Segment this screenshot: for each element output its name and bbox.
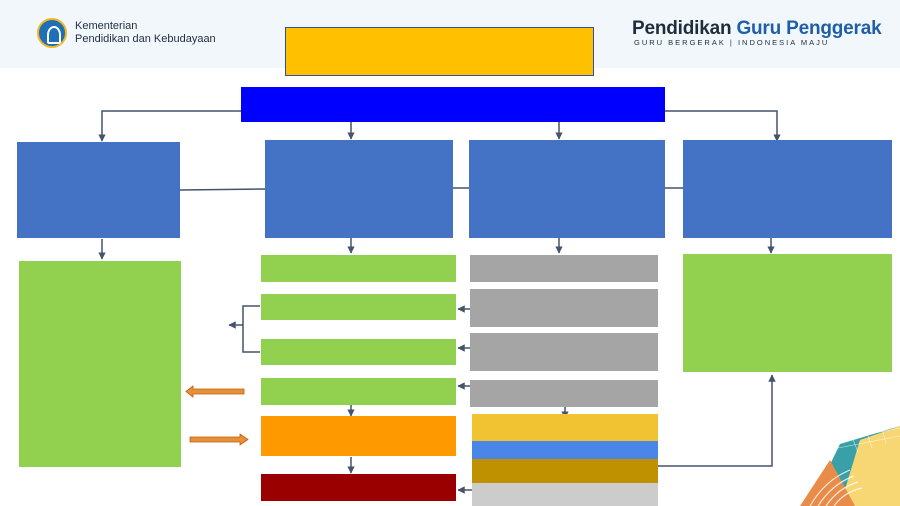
blue-band — [472, 441, 658, 459]
green-box-right — [683, 254, 892, 372]
category-box-1 — [17, 142, 180, 238]
program-tagline: GURU BERGERAK | INDONESIA MAJU — [634, 38, 830, 47]
connector-bracket — [242, 305, 260, 353]
ministry-line-1: Kementerian — [75, 20, 138, 32]
gray-row-1 — [470, 255, 658, 282]
green-row-4 — [261, 378, 456, 405]
connector-cat1-cat2 — [179, 188, 266, 191]
green-row-1 — [261, 255, 456, 282]
main-bar — [241, 87, 665, 122]
category-box-2 — [265, 140, 453, 238]
category-box-4 — [683, 140, 892, 238]
gray-row-2 — [470, 289, 658, 327]
green-row-3 — [261, 339, 456, 365]
yellow-band — [472, 414, 658, 441]
gold-band — [472, 459, 658, 483]
program-title-part-2: Guru Penggerak — [736, 18, 882, 39]
gray-row-3 — [470, 333, 658, 371]
ministry-name: Kementerian Pendidikan dan Kebudayaan — [75, 20, 216, 46]
green-box-left — [19, 261, 181, 467]
orange-arrow-right — [189, 433, 249, 446]
green-row-2 — [261, 294, 456, 320]
category-box-3 — [469, 140, 665, 238]
connector-main-to-cat1 — [98, 110, 241, 142]
connector-stack-to-right — [658, 374, 776, 467]
gray-row-4 — [470, 380, 658, 407]
orange-arrow-left — [185, 385, 245, 398]
decorative-corner-pattern — [800, 426, 900, 506]
program-logo-title: Pendidikan Guru Penggerak — [632, 18, 882, 40]
connector-main-to-cat4 — [665, 110, 781, 142]
light-gray-band — [472, 483, 658, 506]
title-box — [285, 27, 594, 76]
program-title-part-1: Pendidikan — [632, 18, 737, 39]
ministry-line-2: Pendidikan dan Kebudayaan — [75, 33, 216, 45]
dark-red-box — [261, 474, 456, 501]
kemdikbud-logo — [37, 18, 67, 48]
orange-box — [261, 416, 456, 456]
